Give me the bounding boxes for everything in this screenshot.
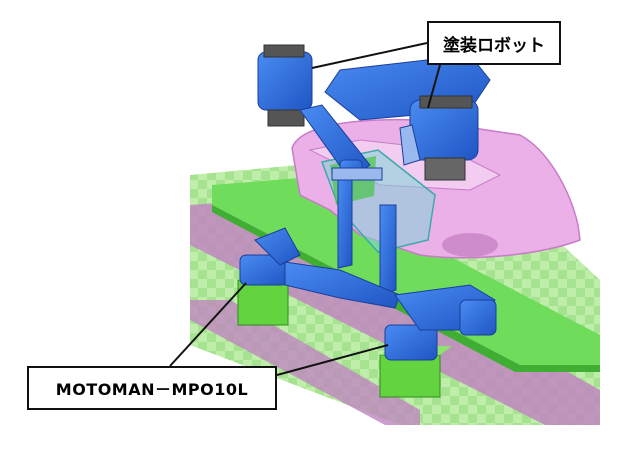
- leader-line-paint-2: [427, 64, 441, 109]
- lower-track: [190, 300, 420, 425]
- leader-line-model-2: [276, 344, 389, 376]
- conveyor-rail: [212, 178, 600, 365]
- painting-robot-2: [324, 54, 491, 181]
- robot-model-label: MOTOMAN－MPO10L: [27, 366, 277, 410]
- handling-robot-right: [379, 284, 497, 398]
- painting-robot-1: [257, 44, 371, 181]
- handling-robot-left: [237, 227, 401, 326]
- leader-line-model-1: [169, 282, 247, 367]
- painting-arms: [331, 167, 397, 296]
- painting-robot-label: 塗装ロボット: [427, 21, 561, 65]
- leader-line-paint-1: [311, 42, 428, 69]
